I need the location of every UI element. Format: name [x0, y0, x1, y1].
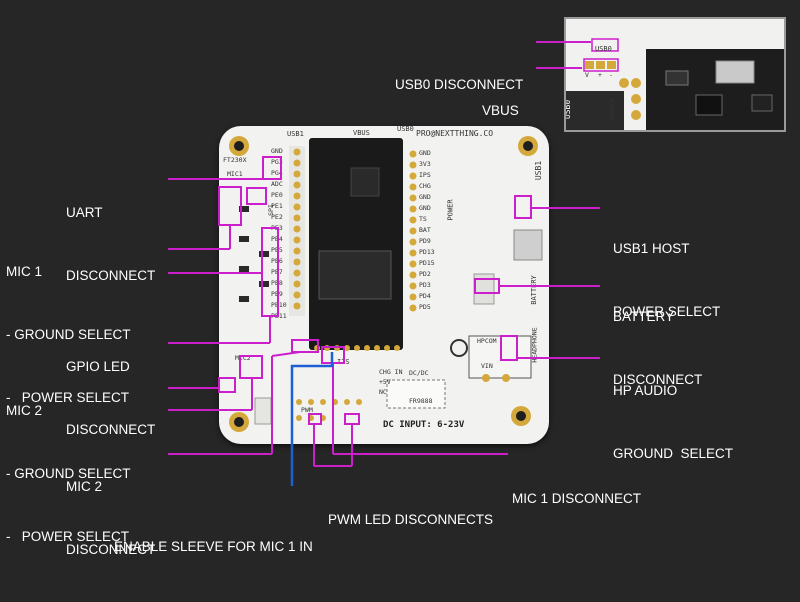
right-pin-label: GND [419, 149, 431, 157]
silk-mic1: MIC1 [227, 170, 243, 178]
silk-pwm: PWM [301, 406, 313, 414]
callout-text: GROUND SELECT [613, 446, 734, 461]
callout-text: DISCONNECT [613, 372, 703, 387]
right-pin-label: PD3 [419, 281, 431, 289]
silk-nc: NC [379, 388, 387, 396]
board-graphics [229, 136, 543, 432]
inset-usb0-label: USB0 [595, 45, 612, 53]
diagram-stage: USB0 V + - USB0 POWER [6, 17, 786, 557]
right-pin-label: PD15 [419, 259, 435, 267]
inset-photo: USB0 V + - USB0 POWER [564, 17, 786, 132]
left-pin-label: PE4 [271, 235, 283, 243]
callout-gpio-led-disconnect: GPIO LED DISCONNECT [66, 314, 155, 482]
callout-uart-disconnect: UART DISCONNECT [66, 160, 155, 328]
callout-vbus: VBUS [482, 58, 519, 163]
callout-text: MIC 1 [6, 264, 43, 279]
silk-usb0-top: USB0 [397, 125, 414, 133]
right-pin-label: GND [419, 193, 431, 201]
left-pin-label: PE8 [271, 279, 283, 287]
silk-hpcom: HPCOM [477, 337, 497, 345]
callout-text: USB0 DISCONNECT [395, 77, 524, 92]
silk-vin: VIN [481, 362, 493, 370]
silk-battery: BATTERY [529, 275, 538, 305]
right-pin-label: PD9 [419, 237, 431, 245]
callout-text: PWM LED DISCONNECTS [328, 512, 494, 527]
left-pin-label: PE6 [271, 257, 283, 265]
right-pin-label: PD2 [419, 270, 431, 278]
right-pin-label: IPS [419, 171, 431, 179]
right-pin-label: PD13 [419, 248, 435, 256]
callout-text: POWER SELECT [613, 304, 721, 319]
silk-usb1-top: USB1 [287, 130, 304, 138]
left-pin-label: PE7 [271, 268, 283, 276]
callout-usb0-disconnect: USB0 DISCONNECT [395, 32, 523, 137]
callout-text: MIC 2 [66, 479, 103, 494]
inset-power-label: POWER [608, 98, 617, 120]
callout-pwm-led: PWM LED DISCONNECTS [328, 467, 493, 572]
inset-minus-label: - [609, 71, 613, 79]
chip-pro-dev-board: PRO@NEXTTHING.CO USB1 VBUS USB0 FT230X M… [219, 125, 549, 444]
silk-fr9888: FR9888 [409, 397, 433, 405]
left-pin-label: PE1 [271, 202, 283, 210]
callout-text: - GROUND SELECT [6, 327, 131, 342]
left-pin-label: GND [271, 147, 283, 155]
left-pin-label: PG3 [271, 158, 283, 166]
silk-headphone: HEADPHONE [530, 327, 539, 363]
callout-text: UART [66, 205, 103, 220]
left-pin-label: PE3 [271, 224, 283, 232]
silk-vbus-top: VBUS [353, 129, 370, 137]
right-pin-label: BAT [419, 226, 431, 234]
callout-text: MIC 2 [6, 403, 43, 418]
right-pin-label: PD4 [419, 292, 431, 300]
callout-usb1-host-power: USB1 HOST POWER SELECT [613, 196, 720, 364]
left-pin-label: ADC [271, 180, 283, 188]
silk-chg-in: CHG IN [379, 368, 403, 376]
callout-hp-audio-ground: HP AUDIO GROUND SELECT [613, 338, 733, 506]
left-pin-label: PE10 [271, 301, 287, 309]
right-pin-label: GND [419, 204, 431, 212]
inset-board [566, 19, 784, 130]
dc-input-label: DC INPUT: 6-23V [383, 420, 465, 430]
silk-5v: +5V [379, 378, 391, 386]
inset-plus-label: + [598, 71, 602, 79]
callout-enable-sleeve: ENABLE SLEEVE FOR MIC 1 IN [114, 494, 313, 599]
callout-text: MIC 1 DISCONNECT [512, 491, 642, 506]
callout-text: - GROUND SELECT [6, 466, 131, 481]
left-pin-label: PE0 [271, 191, 283, 199]
left-pin-label: PE2 [271, 213, 283, 221]
silk-power: POWER [446, 199, 455, 221]
silk-i2s: I2S [337, 358, 350, 366]
inset-usb0-side: USB0 [564, 99, 573, 120]
left-pin-label: PE11 [271, 312, 287, 320]
callout-battery-disconnect: BATTERY DISCONNECT [613, 264, 702, 432]
right-pin-label: PD5 [419, 303, 431, 311]
silk-ft230x: FT230X [223, 156, 247, 164]
silk-dcdc: DC/DC [409, 369, 429, 377]
callout-text: - POWER SELECT [6, 390, 130, 405]
right-pin-label: 3V3 [419, 160, 431, 168]
brand-label: PRO@NEXTTHING.CO [416, 129, 494, 138]
right-pin-label: TS [419, 215, 427, 223]
callout-text: USB1 HOST [613, 241, 690, 256]
callout-text: BATTERY [613, 309, 675, 324]
silk-usb1-side: USB1 [534, 160, 544, 181]
callout-mic1-select: MIC 1 - GROUND SELECT - POWER SELECT [6, 219, 131, 450]
left-pin-label: PE5 [271, 246, 283, 254]
silk-mic2: MIC2 [235, 354, 251, 362]
left-pin-label: PE9 [271, 290, 283, 298]
inset-v-label: V [585, 71, 589, 79]
right-pin-label: CHG [419, 182, 431, 190]
callout-text: GPIO LED [66, 359, 130, 374]
callout-text: VBUS [482, 103, 519, 118]
callout-text: DISCONNECT [66, 422, 156, 437]
left-pin-label: PG4 [271, 169, 283, 177]
callout-mic1-disconnect: MIC 1 DISCONNECT [512, 446, 641, 551]
callout-text: DISCONNECT [66, 268, 156, 283]
callout-text: HP AUDIO [613, 383, 678, 398]
callout-text: ENABLE SLEEVE FOR MIC 1 IN [114, 539, 313, 554]
